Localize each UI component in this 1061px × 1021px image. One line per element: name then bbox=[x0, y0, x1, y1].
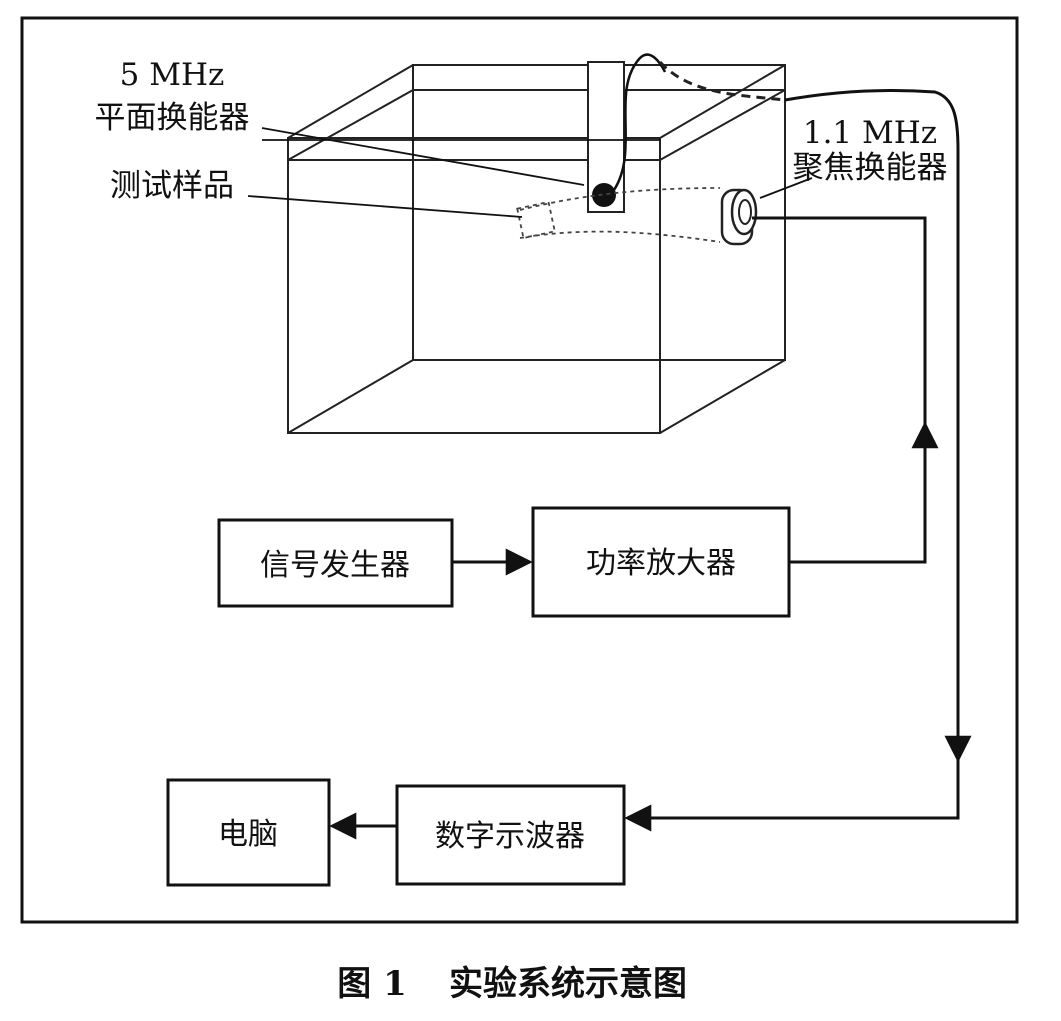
power-amplifier-label: 功率放大器 bbox=[586, 546, 736, 581]
planar-transducer-cable bbox=[612, 53, 667, 191]
signal-wires bbox=[329, 88, 972, 840]
planar-transducer bbox=[587, 53, 667, 213]
wire-transducer-to-oscilloscope bbox=[624, 88, 960, 832]
focused-transducer bbox=[720, 188, 758, 246]
label-leaders bbox=[247, 127, 813, 218]
power-amplifier-block: 功率放大器 bbox=[531, 506, 791, 618]
cable-dashed bbox=[658, 60, 786, 102]
figure-title: 实验系统示意图 bbox=[449, 964, 687, 1004]
wire-amplifier-to-transducer bbox=[752, 216, 927, 564]
water-tank bbox=[287, 64, 786, 434]
computer-label: 电脑 bbox=[218, 817, 278, 852]
oscilloscope-block: 数字示波器 bbox=[395, 784, 626, 886]
signal-generator-label: 信号发生器 bbox=[260, 548, 410, 583]
figure-frame bbox=[20, 16, 1019, 924]
planar-transducer-label: 平面换能器 bbox=[95, 100, 250, 136]
oscilloscope-label: 数字示波器 bbox=[435, 819, 585, 854]
figure-number: 图 1 bbox=[337, 964, 407, 1004]
planar-transducer-freq: 5 MHz bbox=[120, 57, 225, 93]
focused-transducer-label: 聚焦换能器 bbox=[793, 150, 948, 186]
focused-transducer-freq: 1.1 MHz bbox=[803, 115, 937, 151]
test-sample-label: 测试样品 bbox=[110, 168, 234, 204]
test-sample bbox=[516, 200, 556, 240]
computer-block: 电脑 bbox=[166, 778, 331, 887]
signal-generator-block: 信号发生器 bbox=[217, 518, 454, 608]
planar-transducer-face-icon bbox=[592, 183, 616, 207]
